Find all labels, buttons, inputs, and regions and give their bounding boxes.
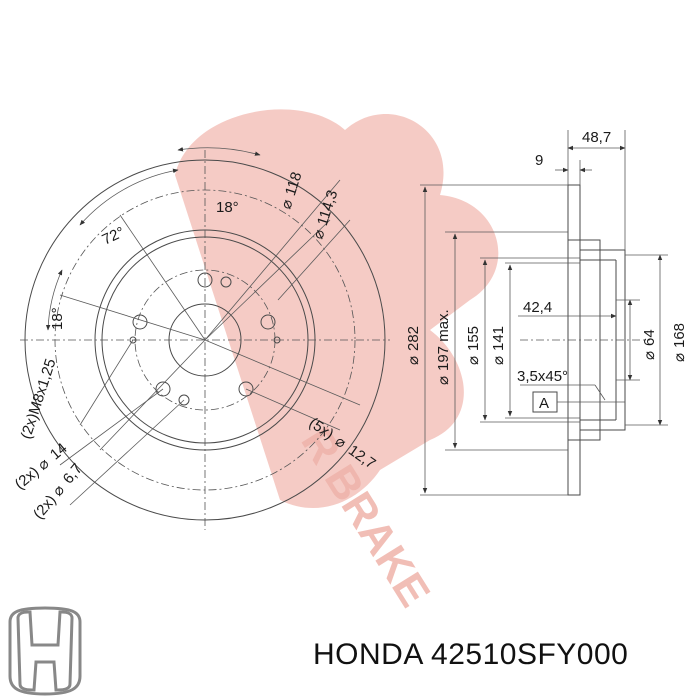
angle-left-top-label: 72°	[100, 224, 128, 249]
thickness-label: 9	[535, 152, 543, 169]
hole-67-count: (2x)	[30, 492, 60, 523]
datum-label: A	[539, 395, 549, 412]
diameter-symbol: ⌀	[435, 376, 452, 385]
diameter-symbol: ⌀	[490, 356, 507, 365]
diameter-symbol: ⌀	[641, 351, 658, 360]
bolt-hole	[238, 381, 254, 397]
overall-width-label: 48,7	[582, 129, 611, 146]
small-hole	[178, 394, 190, 406]
pcd-118-label: 118	[282, 170, 306, 198]
hat-depth-label: 42,4	[523, 299, 552, 316]
honda-logo-icon	[8, 606, 82, 696]
small-hole	[220, 276, 232, 288]
dia-64-label: 64	[641, 329, 658, 346]
angle-left-label: 18°	[49, 307, 66, 330]
dia-197-label: 197 max.	[435, 309, 452, 371]
part-number: 42510SFY000	[431, 638, 629, 671]
dia-168-label: 168	[671, 323, 688, 348]
chamfer-label: 3,5x45°	[517, 368, 568, 385]
bolt-hole	[155, 381, 171, 397]
brand-name: HONDA	[313, 638, 423, 671]
diameter-symbol: ⌀	[671, 353, 688, 362]
dia-141-label: 141	[490, 326, 507, 351]
side-view: A 48,7 9 42,4 3,5x45° ⌀ 282 ⌀ 197 max. ⌀…	[405, 129, 688, 496]
part-caption: HONDA 42510SFY000	[313, 638, 628, 672]
thread-label: (2x)M8x1,25	[18, 357, 60, 442]
dia-155-label: 155	[465, 326, 482, 351]
hole-67-value: 6,7	[60, 460, 86, 487]
bolt-hole	[260, 314, 276, 330]
bolt-hole	[132, 314, 148, 330]
diameter-symbol: ⌀	[405, 356, 422, 365]
angle-top-label: 18°	[216, 199, 239, 216]
dia-282-label: 282	[405, 326, 422, 351]
hole-14-count: (2x)	[12, 463, 43, 493]
diameter-symbol: ⌀	[465, 356, 482, 365]
